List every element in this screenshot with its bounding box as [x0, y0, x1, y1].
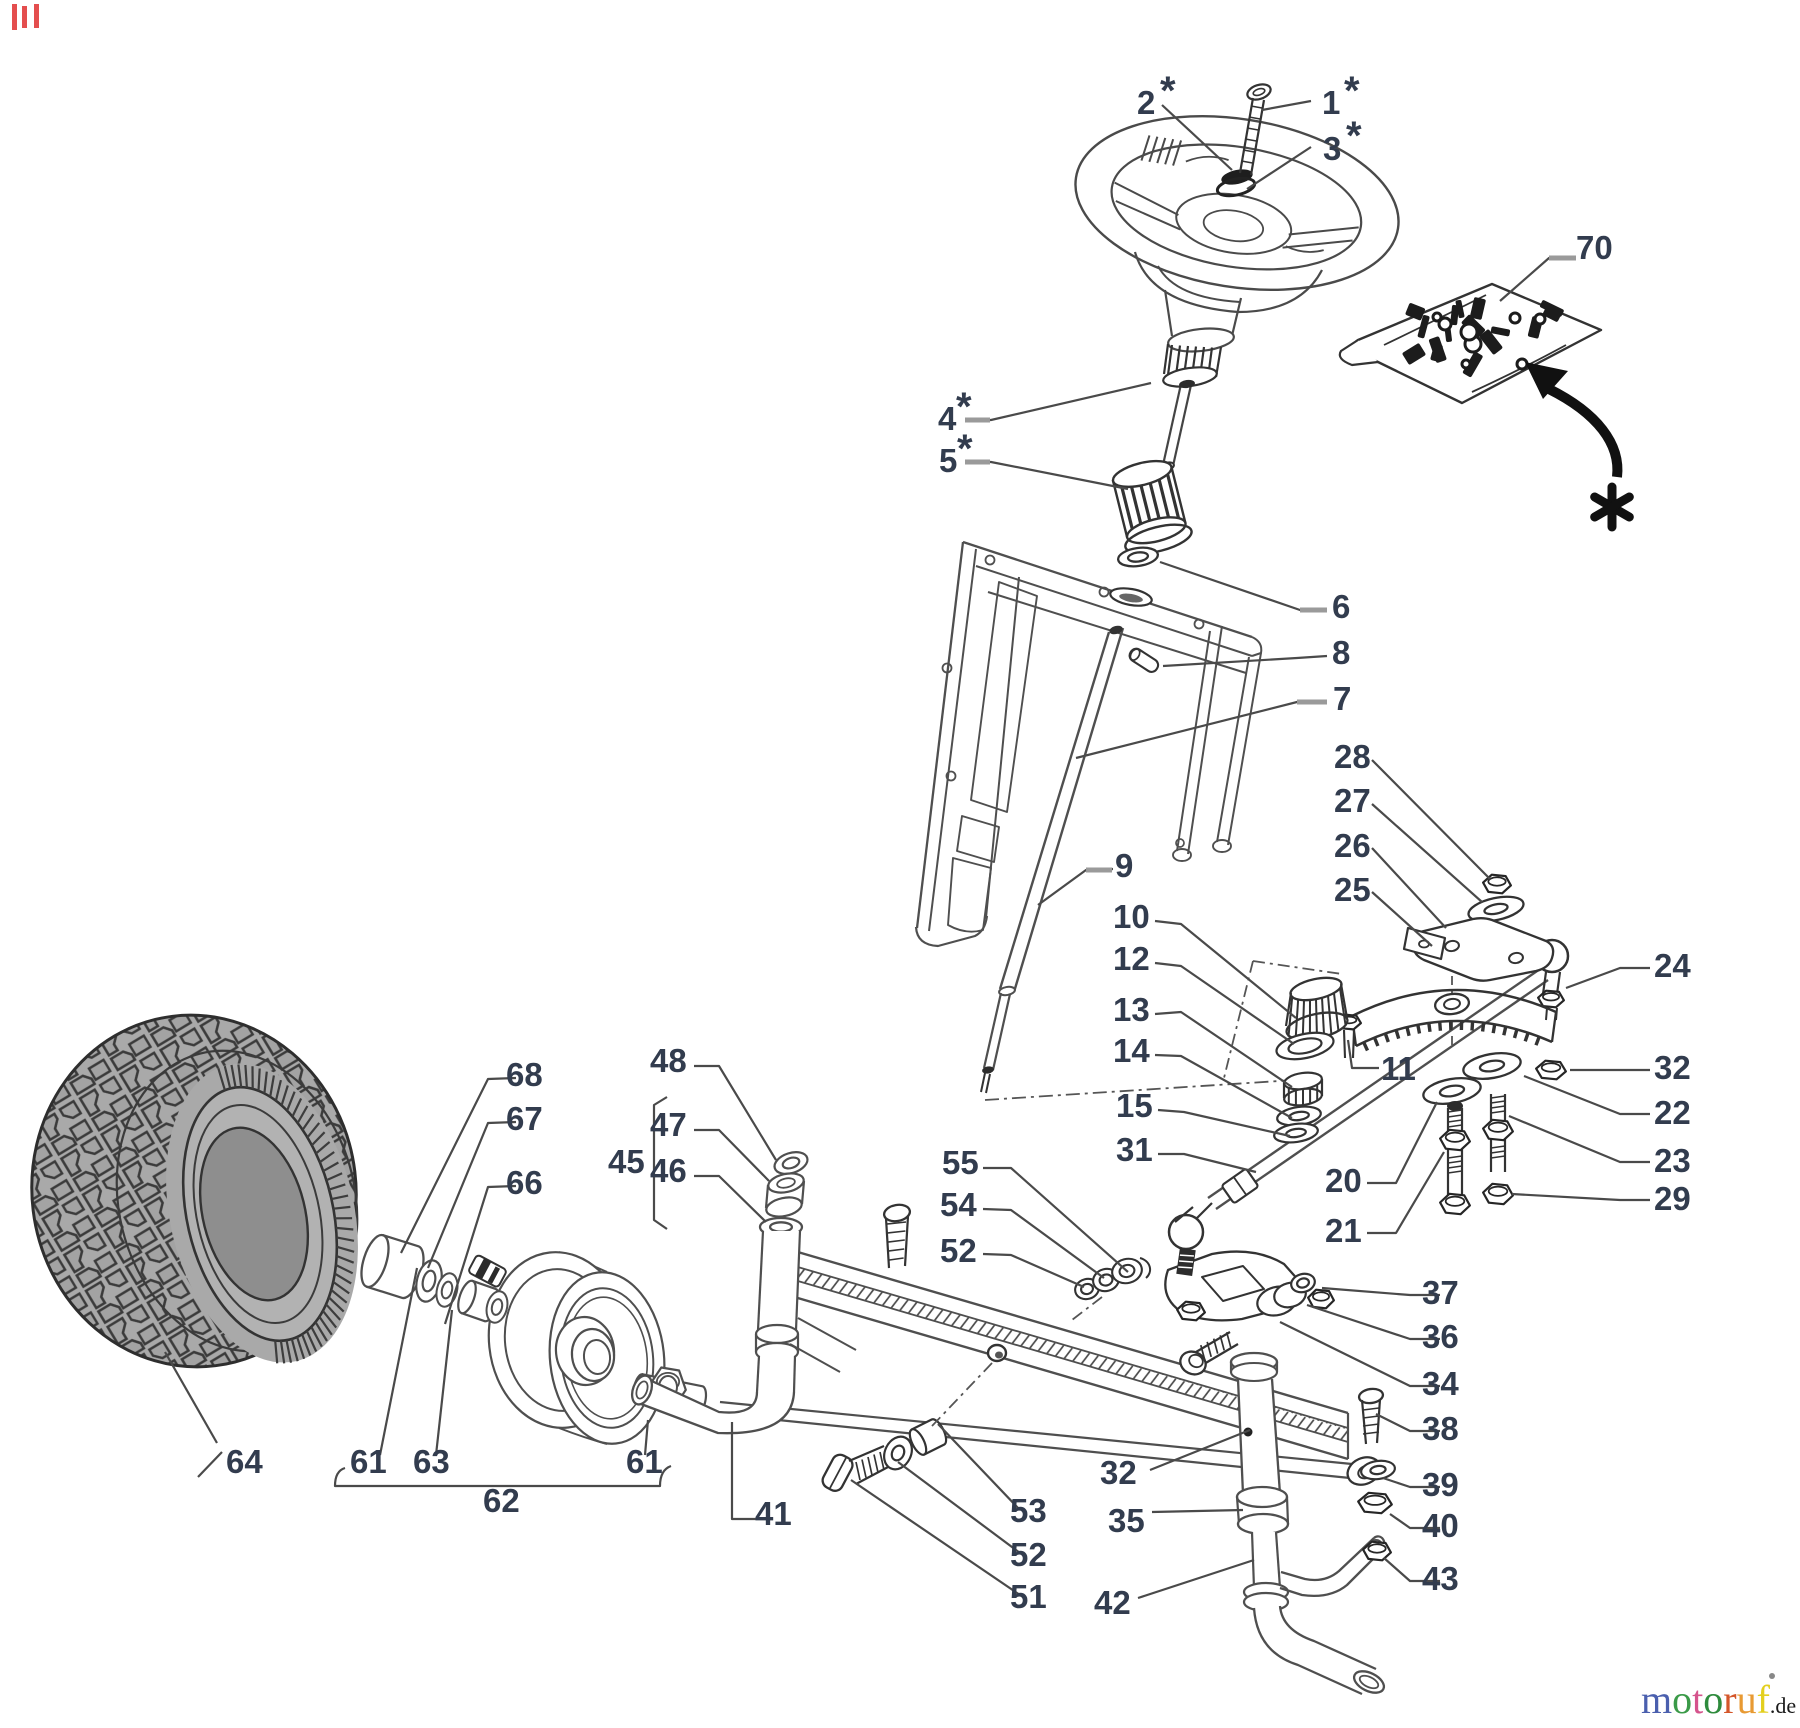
- svg-text:41: 41: [755, 1495, 792, 1532]
- svg-text:1: 1: [1322, 84, 1340, 121]
- svg-text:*: *: [957, 427, 973, 471]
- svg-text:47: 47: [650, 1106, 687, 1143]
- svg-text:*: *: [1344, 69, 1360, 113]
- svg-text:48: 48: [650, 1042, 687, 1079]
- svg-text:14: 14: [1113, 1032, 1150, 1069]
- svg-text:43: 43: [1422, 1560, 1459, 1597]
- svg-text:37: 37: [1422, 1274, 1459, 1311]
- svg-text:42: 42: [1094, 1584, 1131, 1621]
- svg-text:13: 13: [1113, 991, 1150, 1028]
- svg-text:7: 7: [1333, 680, 1351, 717]
- svg-text:24: 24: [1654, 947, 1691, 984]
- svg-text:22: 22: [1654, 1094, 1691, 1131]
- svg-text:6: 6: [1332, 588, 1350, 625]
- svg-text:12: 12: [1113, 940, 1150, 977]
- svg-text:25: 25: [1334, 871, 1371, 908]
- svg-text:46: 46: [650, 1152, 687, 1189]
- svg-text:motoruf.de: motoruf.de: [1641, 1677, 1796, 1722]
- svg-text:31: 31: [1116, 1131, 1153, 1168]
- svg-text:38: 38: [1422, 1410, 1459, 1447]
- svg-text:8: 8: [1332, 634, 1350, 671]
- svg-text:3: 3: [1323, 130, 1341, 167]
- svg-text:55: 55: [942, 1144, 979, 1181]
- svg-text:39: 39: [1422, 1466, 1459, 1503]
- svg-text:64: 64: [226, 1443, 263, 1480]
- svg-text:10: 10: [1113, 898, 1150, 935]
- svg-text:35: 35: [1108, 1502, 1145, 1539]
- svg-text:26: 26: [1334, 827, 1371, 864]
- svg-text:32: 32: [1100, 1454, 1137, 1491]
- svg-text:2: 2: [1137, 84, 1155, 121]
- svg-text:52: 52: [940, 1232, 977, 1269]
- svg-text:53: 53: [1010, 1492, 1047, 1529]
- svg-text:4: 4: [938, 400, 957, 437]
- svg-text:40: 40: [1422, 1507, 1459, 1544]
- svg-text:21: 21: [1325, 1212, 1362, 1249]
- svg-text:62: 62: [483, 1482, 520, 1519]
- svg-text:5: 5: [939, 442, 957, 479]
- svg-text:23: 23: [1654, 1142, 1691, 1179]
- svg-text:20: 20: [1325, 1162, 1362, 1199]
- svg-text:27: 27: [1334, 782, 1371, 819]
- svg-text:66: 66: [506, 1164, 543, 1201]
- svg-text:45: 45: [608, 1143, 645, 1180]
- svg-text:70: 70: [1576, 229, 1613, 266]
- svg-text:34: 34: [1422, 1365, 1459, 1402]
- svg-text:61: 61: [626, 1443, 663, 1480]
- svg-text:52: 52: [1010, 1536, 1047, 1573]
- svg-text:68: 68: [506, 1056, 543, 1093]
- svg-text:51: 51: [1010, 1578, 1047, 1615]
- svg-text:29: 29: [1654, 1180, 1691, 1217]
- svg-text:36: 36: [1422, 1318, 1459, 1355]
- svg-text:61: 61: [350, 1443, 387, 1480]
- svg-text:*: *: [1346, 114, 1362, 158]
- svg-text:*: *: [1160, 69, 1176, 113]
- svg-text:11: 11: [1381, 1050, 1416, 1087]
- svg-text:54: 54: [940, 1186, 977, 1223]
- svg-text:28: 28: [1334, 738, 1371, 775]
- svg-text:63: 63: [413, 1443, 450, 1480]
- svg-text:32: 32: [1654, 1049, 1691, 1086]
- svg-text:9: 9: [1115, 847, 1133, 884]
- svg-text:*: *: [956, 385, 972, 429]
- svg-text:15: 15: [1116, 1087, 1153, 1124]
- svg-text:67: 67: [506, 1100, 543, 1137]
